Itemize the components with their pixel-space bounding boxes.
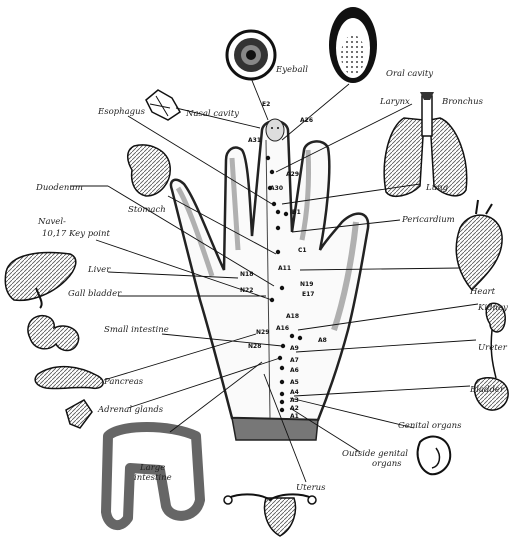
genital-organ <box>418 437 451 475</box>
code-n28: N28 <box>248 343 261 350</box>
code-a1: A1 <box>290 413 299 420</box>
label-navel-line2: 10,17 Key point <box>42 229 110 239</box>
code-e2: E2 <box>262 101 270 108</box>
label-oral-cavity: Oral cavity <box>386 69 433 79</box>
hand-outline <box>171 121 368 440</box>
code-b1: B1 <box>292 209 301 216</box>
label-gall-bladder: Gall bladder <box>68 289 122 299</box>
code-a31: A31 <box>248 137 261 144</box>
code-a16: A16 <box>276 325 289 332</box>
label-pericardium: Pericardium <box>401 215 455 225</box>
label-pancreas: Pancreas <box>103 377 144 387</box>
label-large-intestine-line1: Large <box>139 463 165 473</box>
label-esophagus: Esophagus <box>97 107 146 117</box>
code-e17: E17 <box>302 291 314 298</box>
kidney-organ <box>486 303 505 378</box>
heart-organ <box>456 200 502 290</box>
code-a26: A26 <box>300 117 313 124</box>
code-n19: N19 <box>300 281 313 288</box>
label-kidney: Kidney <box>477 303 508 313</box>
uterus-organ <box>224 494 316 536</box>
code-a30: A30 <box>270 185 283 192</box>
label-outside-genital-line2: organs <box>372 459 402 469</box>
adrenal-gland-organ <box>66 400 92 428</box>
label-small-intestine: Small intestine <box>104 325 169 335</box>
stomach-organ <box>128 145 170 196</box>
fingertip-face <box>266 119 284 141</box>
code-a18: A18 <box>286 313 299 320</box>
code-c1: C1 <box>298 247 307 254</box>
code-n18: N18 <box>240 271 253 278</box>
code-a8: A8 <box>318 337 327 344</box>
label-larynx: Larynx <box>379 97 410 107</box>
label-liver: Liver <box>87 265 111 275</box>
code-a7: A7 <box>290 357 299 364</box>
code-n29: N29 <box>256 329 269 336</box>
label-bladder: Bladder <box>469 385 505 395</box>
label-bronchus: Bronchus <box>441 97 484 107</box>
label-large-intestine-line2: intestine <box>134 473 172 483</box>
label-genital-organs: Genital organs <box>398 421 462 431</box>
code-a11: A11 <box>278 265 291 272</box>
label-ureter: Ureter <box>478 343 508 353</box>
eyeball-organ <box>227 31 275 79</box>
label-outside-genital-line1: Outside genital <box>342 449 408 459</box>
label-duodenum: Duodenum <box>35 183 83 193</box>
label-lung: Lung <box>425 183 449 193</box>
code-a29: A29 <box>286 171 299 178</box>
label-navel-line1: Navel- <box>37 217 66 227</box>
label-eyeball: Eyeball <box>275 65 308 75</box>
liver-organ <box>5 253 76 308</box>
code-a2: A2 <box>290 405 299 412</box>
code-a5: A5 <box>290 379 299 386</box>
label-heart: Heart <box>469 287 496 297</box>
nasal-cavity-organ <box>146 90 180 120</box>
code-a3: A3 <box>290 397 299 404</box>
label-stomach: Stomach <box>128 205 166 215</box>
lung-organ <box>384 92 466 196</box>
code-n22: N22 <box>240 287 253 294</box>
code-a4: A4 <box>290 389 299 396</box>
small-intestine-organ <box>28 316 79 351</box>
label-adrenal-glands: Adrenal glands <box>97 405 164 415</box>
pancreas-organ <box>35 367 103 389</box>
code-a6: A6 <box>290 367 299 374</box>
label-uterus: Uterus <box>296 483 326 493</box>
code-a9: A9 <box>290 345 299 352</box>
label-nasal-cavity: Nasal cavity <box>185 109 239 119</box>
oral-cavity-organ <box>329 7 377 83</box>
